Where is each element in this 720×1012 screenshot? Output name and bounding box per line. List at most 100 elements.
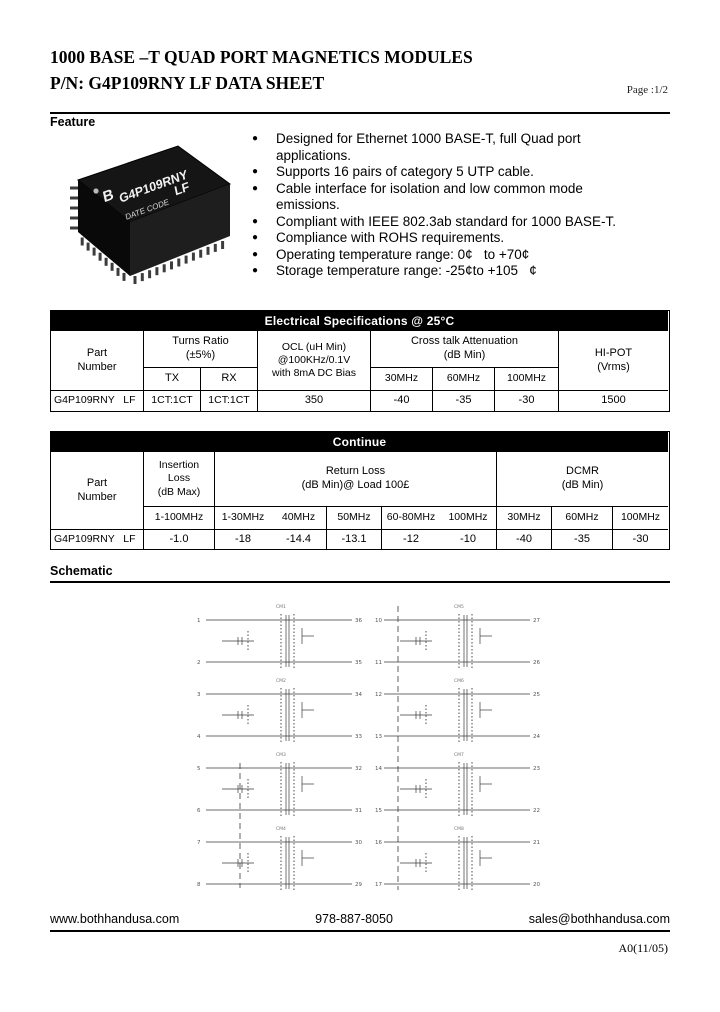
module-front-face bbox=[130, 184, 230, 276]
schematic-pin-label: 22 bbox=[533, 808, 540, 814]
feature-item-text: Supports 16 pairs of category 5 UTP cabl… bbox=[276, 164, 534, 179]
schematic-pin-label: 7 bbox=[197, 840, 201, 846]
schematic-diagram: 123635CM1343433CM2563231CM3783029CM41011… bbox=[197, 604, 540, 890]
spec-ocl-l1: OCL (uH Min) bbox=[281, 340, 347, 353]
footer: www.bothhandusa.com 978-887-8050 sales@b… bbox=[50, 912, 670, 926]
bullet-icon: ● bbox=[252, 166, 259, 177]
bullet-icon: ● bbox=[252, 232, 259, 243]
cont-rl-l2: (dB Min)@ Load 100£ bbox=[301, 479, 410, 491]
spec-col-ct-30: 30MHz bbox=[371, 368, 433, 390]
spec-col-part: Part Number bbox=[51, 331, 144, 390]
bullet-icon: ● bbox=[252, 248, 259, 260]
cont-dcmr-l2: (dB Min) bbox=[561, 479, 604, 491]
cont-row-rl-3: -13.1 bbox=[327, 529, 382, 549]
spec-ct-l1: Cross talk Attenuation bbox=[410, 335, 518, 348]
schematic-pin-label: 33 bbox=[355, 734, 362, 740]
cont-il-l2: Loss bbox=[167, 472, 191, 485]
footer-website: www.bothhandusa.com bbox=[50, 912, 180, 926]
spec-row-part: G4P109RNY LF bbox=[51, 390, 144, 411]
spec-ocl-l2: @100KHz/0.1V bbox=[277, 353, 351, 366]
cont-row-dcmr-60: -35 bbox=[552, 529, 613, 549]
cont-col-dcmr: DCMR (dB Min) bbox=[497, 452, 668, 507]
spec-row-ct-100: -30 bbox=[495, 390, 559, 411]
schematic-ref-label: CM7 bbox=[454, 752, 464, 758]
spec-col-hipot: HI-POT (Vrms) bbox=[559, 331, 668, 390]
schematic-pin-label: 21 bbox=[533, 840, 540, 846]
spec-row-hipot: 1500 bbox=[559, 390, 668, 411]
schematic-pin-label: 27 bbox=[533, 618, 540, 624]
bullet-icon: ● bbox=[252, 265, 259, 276]
schematic-heading: Schematic bbox=[50, 564, 113, 578]
doc-title: 1000 BASE –T QUAD PORT MAGNETICS MODULES… bbox=[50, 44, 473, 96]
spec-turns-l2: (±5%) bbox=[185, 349, 216, 361]
schematic-pin-label: 10 bbox=[375, 618, 382, 624]
spec-part-l1: Part bbox=[86, 346, 108, 359]
product-photo-svg: B G4P109RNY LF DATE CODE bbox=[70, 145, 232, 284]
schematic-rule bbox=[50, 581, 670, 583]
feature-item-text: Compliant with IEEE 802.3ab standard for… bbox=[276, 213, 616, 229]
feature-heading: Feature bbox=[50, 115, 96, 129]
schematic-pin-label: 3 bbox=[197, 692, 201, 698]
schematic-pin-label: 14 bbox=[375, 766, 382, 772]
doc-title-line1: 1000 BASE –T QUAD PORT MAGNETICS MODULES bbox=[50, 47, 473, 67]
spec-turns-l1: Turns Ratio bbox=[172, 335, 229, 348]
spec-row-ct-30: -40 bbox=[371, 390, 433, 411]
cont-sub-dcmr-30: 30MHz bbox=[497, 507, 552, 529]
schematic-pin-label: 2 bbox=[197, 660, 201, 666]
cont-il-l3: (dB Max) bbox=[157, 485, 201, 498]
cont-sub-il: 1-100MHz bbox=[144, 507, 215, 529]
schematic-pin-label: 15 bbox=[375, 808, 382, 814]
feature-item-text: Cable interface for isolation and low co… bbox=[276, 180, 587, 213]
schematic-ref-label: CM5 bbox=[454, 604, 464, 610]
cont-part-l1: Part bbox=[86, 476, 108, 489]
schematic-pin-label: 8 bbox=[197, 882, 201, 888]
schematic-pin-label: 17 bbox=[375, 882, 382, 888]
spec-table-title: Electrical Specifications @ 25°C bbox=[51, 311, 668, 331]
cont-row-rl-5: -10 bbox=[440, 529, 497, 549]
bullet-icon: ● bbox=[252, 133, 259, 144]
feature-item: ● Operating temperature range: 0¢ to +70¢ bbox=[252, 247, 664, 264]
schematic-pin-label: 34 bbox=[355, 692, 362, 698]
schematic-pin-label: 6 bbox=[197, 808, 201, 814]
feature-item: ●Compliant with IEEE 802.3ab standard fo… bbox=[252, 214, 664, 231]
pin1-marker-dot bbox=[93, 188, 99, 194]
schematic-pin-label: 32 bbox=[355, 766, 362, 772]
cont-sub-dcmr-100: 100MHz bbox=[620, 511, 661, 524]
schematic-ref-label: CM2 bbox=[276, 678, 286, 684]
schematic-pin-label: 24 bbox=[533, 734, 540, 740]
spec-col-turns-ratio: Turns Ratio (±5%) bbox=[144, 331, 258, 368]
footer-phone: 978-887-8050 bbox=[315, 912, 393, 926]
spec-row-ocl: 350 bbox=[258, 390, 371, 411]
schematic-pin-label: 5 bbox=[197, 766, 201, 772]
cont-col-return-loss: Return Loss (dB Min)@ Load 100£ bbox=[215, 452, 497, 507]
cont-part-l2: Number bbox=[77, 490, 117, 503]
spec-ocl-l3: with 8mA DC Bias bbox=[271, 367, 357, 380]
cont-rl-l1: Return Loss bbox=[325, 465, 386, 478]
schematic-pin-label: 26 bbox=[533, 660, 540, 666]
feature-item: ● Supports 16 pairs of category 5 UTP cab… bbox=[252, 164, 664, 181]
spec-part-l2: Number bbox=[77, 360, 117, 373]
spec-ct-l2: (dB Min) bbox=[443, 349, 486, 361]
feature-item: ●Designed for Ethernet 1000 BASE-T, full… bbox=[252, 131, 664, 164]
cont-row-dcmr-30: -40 bbox=[497, 529, 552, 549]
schematic-pin-label: 13 bbox=[375, 734, 382, 740]
spec-row-rx: 1CT:1CT bbox=[201, 390, 258, 411]
schematic-pin-label: 1 bbox=[197, 618, 201, 624]
schematic-pin-label: 29 bbox=[355, 882, 362, 888]
feature-item-text: Compliance with ROHS requirements. bbox=[276, 230, 505, 245]
schematic-pin-label: 4 bbox=[197, 734, 201, 740]
schematic-ref-label: CM4 bbox=[276, 826, 286, 832]
spec-hipot-l1: HI-POT bbox=[594, 346, 633, 359]
schematic-pin-label: 16 bbox=[375, 840, 382, 846]
spec-col-ct-60: 60MHz bbox=[433, 368, 495, 390]
feature-list: ●Designed for Ethernet 1000 BASE-T, full… bbox=[252, 131, 664, 280]
spec-col-crosstalk: Cross talk Attenuation (dB Min) bbox=[371, 331, 559, 368]
schematic-pin-label: 36 bbox=[355, 618, 362, 624]
schematic-pin-label: 25 bbox=[533, 692, 540, 698]
cont-dcmr-l1: DCMR bbox=[566, 465, 599, 478]
cont-row-part: G4P109RNY LF bbox=[51, 529, 144, 549]
feature-item: ●Cable interface for isolation and low c… bbox=[252, 181, 664, 214]
feature-item-text: Operating temperature range: 0¢ to +70¢ bbox=[276, 246, 530, 262]
cont-col-insertion-loss: Insertion Loss (dB Max) bbox=[144, 452, 215, 507]
